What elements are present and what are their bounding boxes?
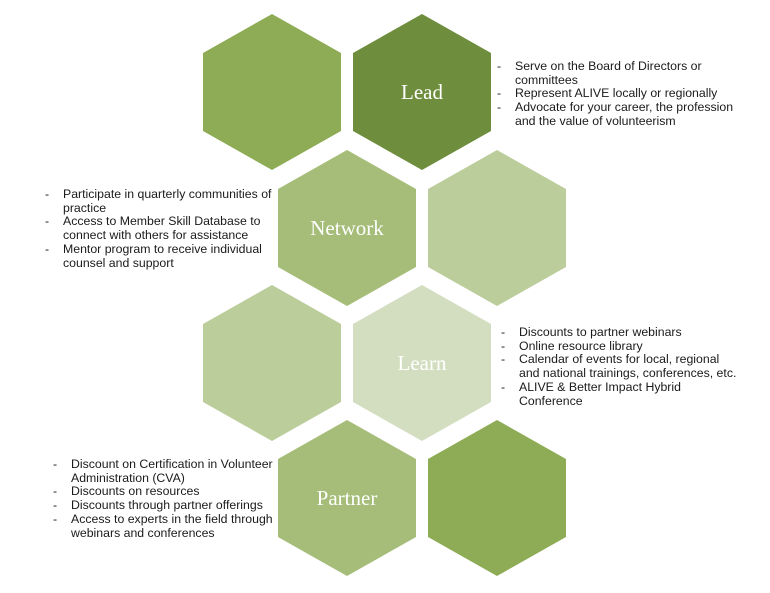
lead-item: Serve on the Board of Directors or commi… (497, 59, 737, 87)
hex-network-label: Network (310, 216, 384, 240)
hex-mid-left-shape (203, 285, 341, 441)
learn-item: ALIVE & Better Impact Hybrid Conference (501, 380, 741, 408)
partner-item: Discounts through partner offerings (53, 498, 283, 513)
hex-network: Network (278, 150, 416, 306)
hex-mid-left (203, 285, 341, 441)
hex-mid-right (428, 150, 566, 306)
learn-benefits-list: Discounts to partner webinars Online res… (501, 325, 741, 408)
hex-learn-shape (353, 285, 491, 441)
hex-partner-label: Partner (317, 486, 378, 510)
hex-lead: Lead (353, 14, 491, 170)
lead-item: Advocate for your career, the profession… (497, 100, 737, 128)
hex-lead-shape (353, 14, 491, 170)
learn-item: Online resource library (501, 339, 741, 354)
hex-partner-shape (278, 420, 416, 576)
hex-bottom-right-shape (428, 420, 566, 576)
hex-partner: Partner (278, 420, 416, 576)
hex-top-left (203, 14, 341, 170)
network-item: Access to Member Skill Database to conne… (45, 214, 275, 242)
learn-item: Calendar of events for local, regional a… (501, 352, 741, 380)
learn-item: Discounts to partner webinars (501, 325, 741, 340)
lead-item: Represent ALIVE locally or regionally (497, 87, 737, 101)
network-item: Participate in quarterly communities of … (45, 187, 275, 215)
partner-item: Access to experts in the field through w… (53, 512, 283, 540)
partner-item: Discount on Certification in Volunteer A… (53, 457, 283, 485)
hex-top-left-shape (203, 14, 341, 170)
network-item: Mentor program to receive individual cou… (45, 242, 275, 270)
hex-lead-label: Lead (401, 80, 443, 104)
hex-network-shape (278, 150, 416, 306)
network-benefits-list: Participate in quarterly communities of … (45, 187, 275, 270)
partner-benefits-list: Discount on Certification in Volunteer A… (53, 457, 283, 540)
hex-mid-right-shape (428, 150, 566, 306)
lead-benefits-list: Serve on the Board of Directors or commi… (497, 59, 737, 129)
partner-item: Discounts on resources (53, 485, 283, 499)
hex-learn-label: Learn (398, 351, 447, 375)
hex-learn: Learn (353, 285, 491, 441)
hex-bottom-right (428, 420, 566, 576)
